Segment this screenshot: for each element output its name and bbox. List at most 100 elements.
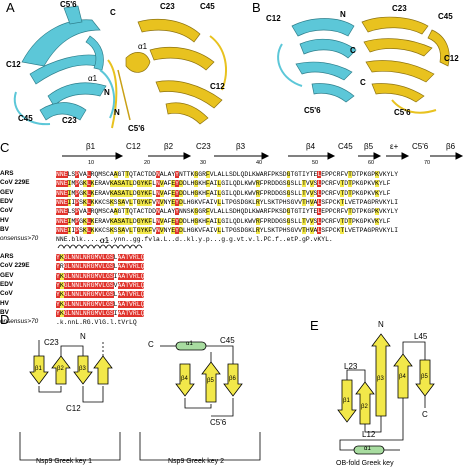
key2-label: α1 (186, 341, 193, 347)
panel-a: A C5'6 C C23 C45 C12 N C12 C45 C23 N C5'… (0, 0, 240, 140)
key2-label: C5'6 (210, 418, 227, 427)
secondary-structure-top: β1 C12 β2 C23 β3 β4 C45 β5 ε+ C5'6 β6 (56, 140, 474, 162)
helix-coil (57, 244, 143, 249)
ob-label: β3 (377, 376, 384, 382)
key1-caption: Nsp9 Greek key 1 (36, 458, 93, 465)
ruler-tick: 20 (144, 160, 151, 166)
panel-b-structure (277, 16, 450, 114)
sequence-row: NNELSPVALRQMSCAAGTTQTACTDDNALAYYNTTKGGRF… (56, 171, 399, 178)
secondary-structure-bottom: α1 (56, 236, 216, 252)
key1-label: N (80, 332, 86, 341)
key2-label: β4 (181, 376, 188, 382)
panel-d-letter: D (0, 312, 10, 327)
sequence-name: EDV (0, 197, 14, 205)
alignment-block-1-names: ARS CoV 229E GEV EDV CoV HV BV onsensus>… (0, 170, 56, 250)
ruler-tick: 70 (424, 160, 431, 166)
panel-b-label: C23 (392, 4, 407, 13)
panel-a-greek: α1 (138, 42, 148, 51)
sequence-row: YKGLNNLNRGMVLGSLAATVRLQ (56, 254, 145, 261)
sequence-row: NNEIIPSKLKKKCSKSSAVLTGYKFVNVNYEYDLHGKVFA… (56, 226, 399, 234)
panel-a-label: C5'6 (60, 0, 77, 9)
ob-label: L12 (362, 430, 376, 439)
sequence-name: onsensus>70 (0, 318, 39, 326)
ss-label: C12 (126, 142, 141, 151)
sequence-name: CoV 229E (0, 179, 30, 187)
panel-d: D C2 (0, 312, 300, 474)
ruler-top: 10 20 30 40 50 60 70 (56, 160, 474, 168)
panel-a-structure (13, 5, 227, 129)
sequence-name: ARS (0, 170, 14, 177)
sequence-name: onsensus>70 (0, 235, 39, 243)
sequence-row: NNELSPVALRQMSCAAGTTQTACTDDNALAYYNNSKGGRF… (56, 208, 399, 216)
key1-label: C12 (66, 404, 81, 413)
ss-label: β4 (306, 142, 316, 151)
sequence-row: NNEIMPGKLKERAVKASATLDGYKFLNVAFEYDDLHGKHF… (56, 189, 391, 197)
ruler-tick: 10 (88, 160, 95, 166)
sequence-name: ARS (0, 253, 14, 260)
sequence-name: BV (0, 308, 9, 316)
panel-c: C β1 C12 β2 C23 β3 β4 C45 β5 ε+ C5'6 β6 … (0, 140, 474, 326)
consensus-row: NNE.blk........ynn..gg.fvla.L..d..kl.y.p… (56, 236, 333, 244)
key1-label: β1 (35, 366, 42, 372)
sequence-name: HV (0, 216, 9, 224)
key2-label: β6 (229, 376, 236, 382)
sequence-row: YKGLNNLNRGMVLGSLAATVRLQ (56, 291, 145, 299)
panel-a-label: C5'6 (128, 124, 145, 133)
ss-label: C23 (196, 142, 211, 151)
ruler-tick: 50 (312, 160, 319, 166)
sequence-row: NNEIMPGKLKERAVKASATLDGYKFLNVAFEYDDLHGKHF… (56, 217, 391, 225)
alignment-block-1: NNELSPVALRQMSCAAGTTQTACTDDNALAYYNTTKGGRF… (56, 170, 474, 250)
ruler-tick: 60 (368, 160, 375, 166)
key2-label: C45 (220, 336, 235, 345)
panel-a-label: C23 (62, 116, 77, 125)
panel-e: E N L45 L23 L12 C α1 β1 β2 β3 β4 β5 OB-f… (300, 312, 474, 474)
ob-label: N (378, 320, 384, 329)
ob-label: β5 (421, 374, 428, 380)
ss-label: C5'6 (412, 142, 429, 151)
sequence-row: NNEIMPGKLKERAVKASATLDGYKFLNVAFEYDDLHGKHF… (56, 180, 391, 188)
key1-label: β3 (79, 366, 86, 372)
sequence-name: BV (0, 225, 9, 233)
ss-label: α1 (100, 236, 110, 245)
sequence-name: HV (0, 299, 9, 307)
panel-a-greek: α1 (88, 74, 98, 83)
ob-label: C (422, 410, 428, 419)
key2-label: β5 (207, 378, 214, 384)
panel-d-topology (19, 340, 261, 461)
ss-label: β1 (86, 142, 96, 151)
sequence-row: YKGLNNLNRGMVLGSLAATVRLQ (56, 300, 145, 308)
panel-a-label: C23 (160, 2, 175, 11)
panel-b-label: C5'6 (394, 108, 411, 117)
alignment-block-2: YKGLNNLNRGMVLGSLAATVRLQ YRGLNNLNRGMVLGSLA… (56, 253, 256, 333)
sequence-row: NNEIIPSKLKKKCSKSSAVLTGYKFVNVNYEYDLHGKVFA… (56, 198, 399, 206)
sequence-name: CoV (0, 207, 13, 215)
consensus-row: .k.nnL.RG.VlG.l.tVrLQ (56, 319, 137, 327)
ss-label: β5 (364, 142, 374, 151)
panel-a-letter: A (6, 0, 15, 15)
ruler-tick: 30 (200, 160, 207, 166)
panel-b-label: C (350, 46, 356, 55)
ob-label: β2 (361, 404, 368, 410)
sequence-name: CoV (0, 290, 13, 298)
key1-label: C23 (44, 338, 59, 347)
ss-label: C45 (338, 142, 353, 151)
panel-a-label: N (104, 88, 110, 97)
ruler-tick: 40 (256, 160, 263, 166)
ob-label: α1 (364, 446, 371, 452)
alignment-block-2-names: ARS CoV 229E GEV EDV CoV HV BV onsensus>… (0, 253, 56, 333)
panel-a-label: C45 (200, 2, 215, 11)
key2-caption: Nsp9 Greek key 2 (168, 458, 225, 465)
panel-a-label: C (110, 8, 116, 17)
panel-c-letter: C (0, 140, 10, 155)
secondary-structure-arrows (62, 152, 464, 160)
ss-label: β6 (446, 142, 456, 151)
sequence-name: CoV 229E (0, 262, 30, 270)
sequence-row: YRGLNNLNRGMVLGSLAATVRLQ (56, 263, 145, 271)
panel-e-letter: E (310, 318, 319, 333)
ss-label: ε+ (390, 142, 399, 151)
panel-b-label: C12 (444, 54, 459, 63)
ss-label: β2 (164, 142, 174, 151)
panel-b-label: C12 (266, 14, 281, 23)
sequence-name: GEV (0, 271, 14, 279)
sequence-name: EDV (0, 280, 14, 288)
